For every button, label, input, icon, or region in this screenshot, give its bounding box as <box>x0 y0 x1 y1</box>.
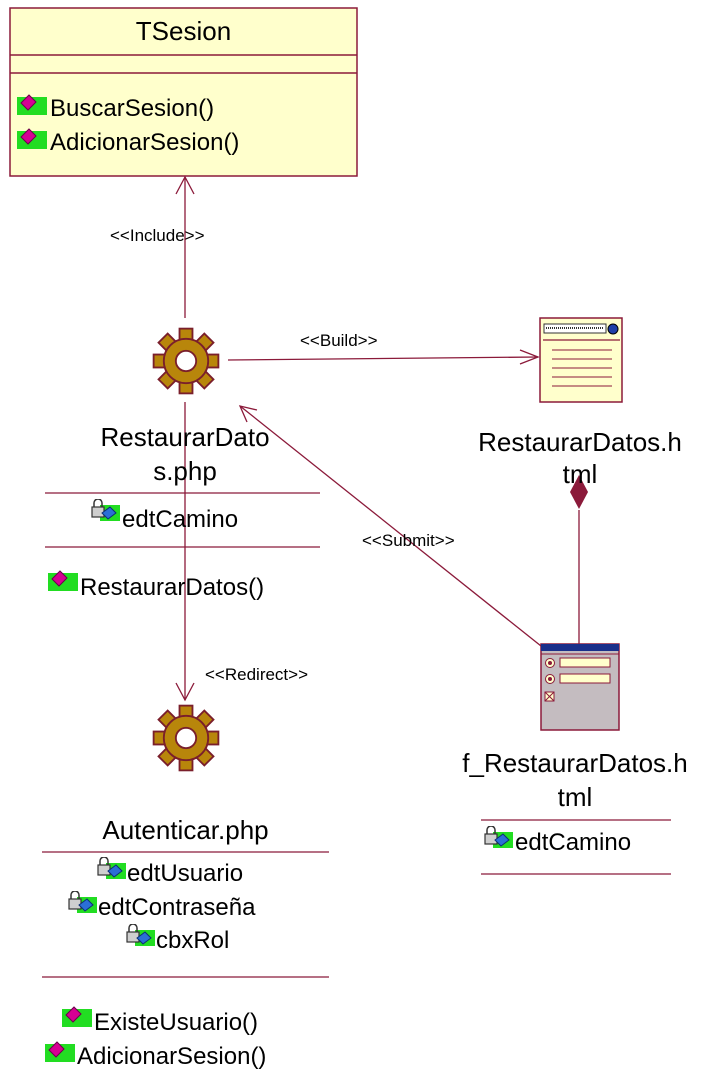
restaurar-php-name-line1: RestaurarDato <box>100 422 270 452</box>
tsesion-operation-adicionar: AdicionarSesion() <box>50 129 240 156</box>
locked-attribute-icon <box>97 857 126 879</box>
restaurar-php-compartments <box>45 492 320 548</box>
operation-icon <box>48 570 78 591</box>
autenticar-name: Autenticar.php <box>102 815 269 845</box>
include-label: <<Include>> <box>110 226 205 245</box>
build-dependency <box>227 349 540 365</box>
aggregation-relation <box>570 475 588 644</box>
tsesion-operation-buscar: BuscarSesion() <box>50 95 215 122</box>
build-label: <<Build>> <box>300 331 378 350</box>
autenticar-operation-adicionar: AdicionarSesion() <box>77 1043 267 1070</box>
restaurar-html-name-line2: tml <box>562 459 598 489</box>
locked-attribute-icon <box>484 826 513 848</box>
tsesion-class-box[interactable] <box>9 7 358 177</box>
tsesion-class-name: TSesion <box>135 16 232 46</box>
client-page-icon[interactable] <box>539 317 623 403</box>
f-restaurar-compartments <box>481 819 671 875</box>
f-restaurar-name-line1: f_RestaurarDatos.h <box>462 748 688 778</box>
include-dependency <box>175 175 195 318</box>
operation-icon <box>17 128 47 149</box>
restaurar-html-name-line1: RestaurarDatos.h <box>478 427 682 457</box>
f-restaurar-name-line2: tml <box>557 782 593 812</box>
autenticar-compartments <box>42 851 329 978</box>
submit-dependency <box>238 405 542 647</box>
operation-icon <box>45 1041 75 1062</box>
redirect-dependency <box>175 402 195 702</box>
operation-icon <box>62 1006 92 1027</box>
restaurar-php-operation: RestaurarDatos() <box>80 574 265 601</box>
operation-icon <box>17 94 47 115</box>
autenticar-attribute-rol: cbxRol <box>156 927 230 954</box>
locked-attribute-icon <box>68 891 97 913</box>
restaurar-php-attribute: edtCamino <box>122 506 239 533</box>
gear-icon <box>152 327 220 395</box>
f-restaurar-attribute: edtCamino <box>515 829 632 856</box>
autenticar-attribute-contrasena: edtContraseña <box>98 894 256 921</box>
autenticar-operation-existe: ExisteUsuario() <box>94 1009 259 1036</box>
redirect-label: <<Redirect>> <box>205 665 309 684</box>
autenticar-attribute-usuario: edtUsuario <box>127 860 244 887</box>
form-icon[interactable] <box>540 643 620 731</box>
locked-attribute-icon <box>91 499 120 521</box>
locked-attribute-icon <box>126 924 155 946</box>
restaurar-php-name-line2: s.php <box>153 456 217 486</box>
submit-label: <<Submit>> <box>362 531 455 550</box>
gear-icon <box>152 704 220 772</box>
